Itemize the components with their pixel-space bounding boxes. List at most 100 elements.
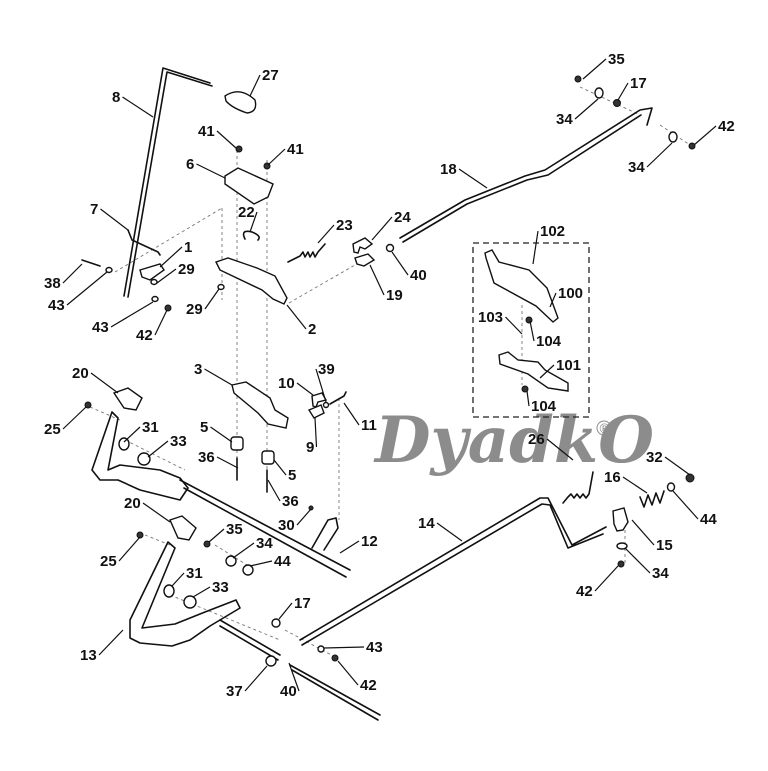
washer-44b — [242, 564, 254, 576]
nut-17a — [613, 99, 621, 107]
leader-line — [296, 382, 314, 396]
leader-line — [505, 316, 523, 335]
callout-6: 6 — [186, 156, 194, 173]
pedal-20b — [169, 515, 197, 541]
leader-line — [369, 264, 385, 296]
nut-17b — [271, 618, 281, 628]
leader-line — [664, 456, 691, 476]
leader-line — [100, 208, 129, 231]
clip-24 — [352, 237, 374, 254]
washer-34c — [616, 542, 628, 550]
leader-line — [631, 519, 655, 546]
leader-line — [532, 230, 539, 265]
callout-42: 42 — [136, 327, 153, 344]
leader-line — [314, 417, 318, 448]
leader-line — [296, 508, 312, 526]
callout-34: 34 — [652, 565, 669, 582]
callout-23: 23 — [336, 217, 353, 234]
leader-line — [192, 586, 211, 598]
ferrule-19 — [354, 253, 376, 267]
bolt-35b — [203, 540, 211, 548]
leader-line — [539, 364, 555, 379]
callout-104: 104 — [531, 398, 557, 415]
bolt-25b — [136, 531, 144, 539]
leader-line — [216, 130, 237, 149]
callout-41: 41 — [198, 123, 215, 140]
nut-41a — [235, 145, 243, 153]
callout-35: 35 — [608, 51, 625, 68]
callout-20: 20 — [124, 495, 141, 512]
leader-line — [458, 168, 488, 189]
callout-13: 13 — [80, 647, 97, 664]
leader-line — [249, 560, 273, 567]
callout-24: 24 — [394, 209, 411, 226]
callout-7: 7 — [90, 201, 98, 218]
knob-27 — [224, 91, 257, 114]
callout-31: 31 — [186, 565, 203, 582]
leader-line — [210, 426, 233, 443]
pin-11 — [329, 391, 347, 405]
callout-17: 17 — [630, 75, 647, 92]
spring-23 — [287, 243, 326, 263]
leader-line — [582, 58, 607, 80]
lever-1 — [139, 263, 165, 281]
callout-42: 42 — [360, 677, 377, 694]
callout-2: 2 — [308, 321, 316, 338]
leader-lines — [62, 58, 717, 692]
leader-line — [142, 502, 171, 523]
callout-43: 43 — [366, 639, 383, 656]
callout-11: 11 — [361, 417, 377, 434]
callout-20: 20 — [72, 365, 89, 382]
bracket-3 — [231, 381, 289, 429]
cap-37 — [265, 655, 277, 667]
leader-line — [110, 301, 154, 328]
callout-35: 35 — [226, 521, 243, 538]
callout-27: 27 — [262, 67, 279, 84]
callout-43: 43 — [48, 297, 65, 314]
callout-5: 5 — [200, 419, 208, 436]
leader-line — [267, 148, 286, 166]
arm-12 — [311, 517, 339, 551]
leader-line — [147, 440, 169, 458]
leader-line — [232, 542, 255, 559]
bushing-5b — [261, 450, 275, 465]
leader-line — [156, 268, 177, 284]
callout-14: 14 — [418, 515, 435, 532]
inset-box — [472, 242, 590, 418]
bracket-7 — [127, 229, 161, 256]
leader-line — [549, 292, 557, 308]
callout-43: 43 — [92, 319, 109, 336]
callout-29: 29 — [178, 261, 195, 278]
leader-line — [273, 459, 287, 476]
clip-22 — [242, 230, 260, 241]
leader-line — [436, 522, 463, 542]
washer-33b — [183, 595, 197, 609]
leader-line — [123, 426, 141, 443]
washer-43b — [151, 295, 159, 303]
washer-34d — [225, 555, 237, 567]
callout-33: 33 — [170, 433, 187, 450]
leader-line — [204, 288, 220, 310]
rod-14 — [299, 497, 607, 646]
pedal-20a — [112, 387, 143, 411]
callout-15: 15 — [656, 537, 673, 554]
callout-42: 42 — [718, 118, 735, 135]
leader-line — [286, 304, 307, 330]
spring-26 — [562, 471, 594, 504]
callout-104: 104 — [536, 333, 562, 350]
callout-39: 39 — [318, 361, 335, 378]
callout-25: 25 — [100, 553, 117, 570]
leader-line — [98, 629, 124, 656]
washer-33a — [137, 452, 151, 466]
leader-line — [622, 476, 648, 494]
callout-31: 31 — [142, 419, 159, 436]
leader-line — [693, 125, 717, 146]
callout-16: 16 — [604, 469, 621, 486]
callout-41: 41 — [287, 141, 304, 158]
pin-30 — [308, 505, 314, 511]
leader-line — [574, 98, 599, 120]
callout-101: 101 — [556, 357, 581, 374]
parts — [81, 67, 696, 721]
